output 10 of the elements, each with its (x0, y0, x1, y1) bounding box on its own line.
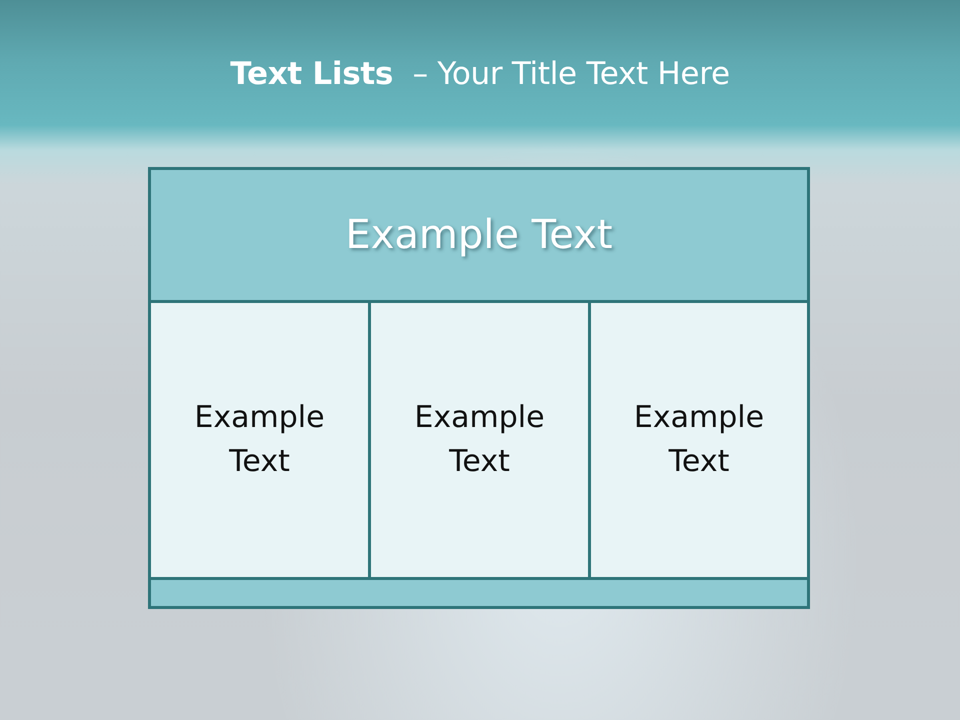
text-panel (148, 300, 371, 580)
panel-text: Example Text (193, 399, 326, 481)
heading-text: Example Text (345, 212, 613, 258)
panel-text: Example Text (632, 399, 766, 481)
header-band (148, 167, 810, 303)
slide-title: Text Lists – Your Title Text Here (229, 56, 731, 92)
footer-band (148, 577, 810, 609)
text-panel (588, 300, 810, 580)
text-panel (368, 300, 591, 580)
panel-text: Example Text (413, 399, 546, 481)
